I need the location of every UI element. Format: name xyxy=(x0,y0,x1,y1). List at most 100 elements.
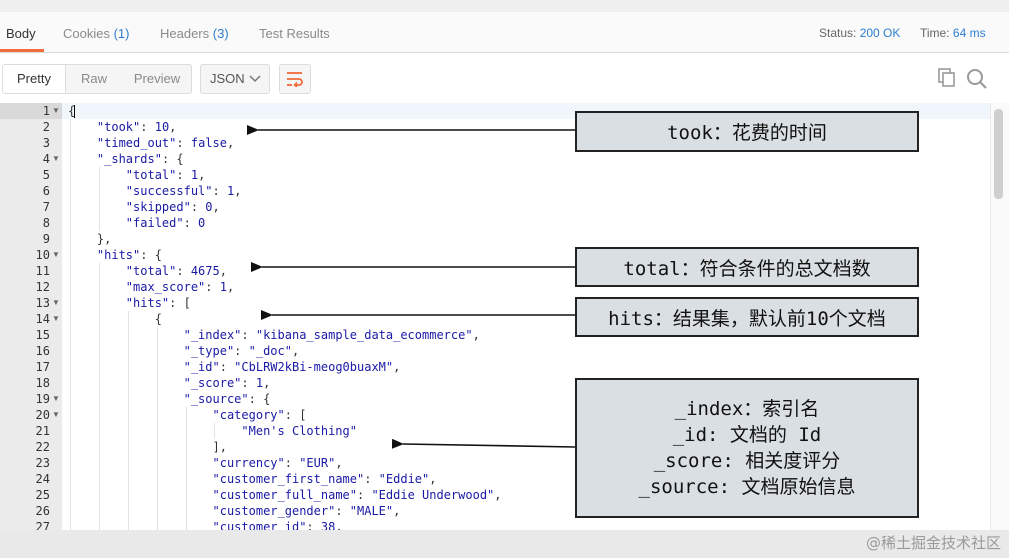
indent-guide xyxy=(98,167,100,183)
line-number: 10 xyxy=(35,248,50,262)
indent-guide xyxy=(98,199,100,215)
annotation-arrows xyxy=(247,125,576,449)
line-number-gutter xyxy=(0,103,62,530)
indent-guide xyxy=(70,343,71,359)
indent-guide xyxy=(185,423,187,439)
line-number: 27 xyxy=(35,520,50,530)
code-line: { xyxy=(68,104,76,118)
indent-guide xyxy=(70,279,71,295)
line-number: 11 xyxy=(35,264,50,278)
watermark-text: @稀土掘金技术社区 xyxy=(865,534,1001,552)
annotation-took: took：花费的时间 xyxy=(575,111,919,152)
indent-guide xyxy=(98,519,100,530)
line-number: 16 xyxy=(35,344,50,358)
tab-cookies-label: Cookies xyxy=(63,26,110,41)
line-number: 18 xyxy=(35,376,50,390)
copy-icon[interactable] xyxy=(938,68,956,88)
text-cursor xyxy=(74,105,75,118)
response-body-editor[interactable]: 1▼{2 "took": 10,3 "timed_out": false,4▼ … xyxy=(0,103,1009,530)
fold-toggle-icon[interactable]: ▼ xyxy=(52,298,60,307)
indent-guide xyxy=(70,199,71,215)
line-number: 4 xyxy=(42,152,50,166)
tab-cookies-count: (1) xyxy=(113,26,130,41)
code-line: "_type": "_doc", xyxy=(183,344,300,358)
active-line-gutter xyxy=(0,103,62,119)
annotation-hits-text: hits：结果集，默认前10个文档 xyxy=(608,307,886,330)
code-line: "_score": 1, xyxy=(183,376,271,390)
code-line: "Men's Clothing" xyxy=(241,424,357,438)
fold-toggle-icon[interactable]: ▼ xyxy=(52,394,60,403)
format-select-value: JSON xyxy=(210,71,245,86)
raw-button[interactable]: Raw xyxy=(80,71,107,86)
annotation-fields-line: _source: 文档原始信息 xyxy=(638,476,856,498)
indent-guide xyxy=(156,503,158,519)
fold-toggle-icon[interactable]: ▼ xyxy=(52,106,60,115)
indent-guide xyxy=(70,471,71,487)
window-top-strip xyxy=(0,0,1009,12)
indent-guide xyxy=(214,423,216,439)
fold-toggle-icon[interactable]: ▼ xyxy=(52,250,60,259)
tab-test-results[interactable]: Test Results xyxy=(259,26,330,41)
code-line: "hits": { xyxy=(96,248,162,262)
fold-toggle-icon[interactable]: ▼ xyxy=(52,154,60,163)
indent-guide xyxy=(98,375,100,391)
line-number: 7 xyxy=(42,200,50,214)
status-label: Status: xyxy=(819,26,857,40)
code-line: "_index": "kibana_sample_data_ecommerce"… xyxy=(183,328,480,342)
indent-guide xyxy=(185,455,187,471)
indent-guide xyxy=(127,391,129,407)
code-line: { xyxy=(68,312,162,326)
vertical-scrollbar[interactable] xyxy=(990,103,1009,530)
indent-guide xyxy=(127,455,129,471)
indent-guide xyxy=(156,487,158,503)
tab-headers-count: (3) xyxy=(212,26,229,41)
indent-guide xyxy=(98,183,100,199)
indent-guide xyxy=(98,295,100,311)
indent-guide xyxy=(185,471,187,487)
search-icon[interactable] xyxy=(966,68,988,90)
wrap-lines-button[interactable] xyxy=(279,64,311,94)
indent-guide xyxy=(127,407,129,423)
indent-guide xyxy=(70,375,71,391)
indent-guide xyxy=(70,487,71,503)
response-toolbar: Pretty Raw Preview JSON xyxy=(0,53,1009,103)
indent-guide xyxy=(127,439,129,455)
indent-guide xyxy=(156,423,158,439)
fold-toggle-icon[interactable]: ▼ xyxy=(52,410,60,419)
line-number: 22 xyxy=(35,440,50,454)
pretty-button[interactable]: Pretty xyxy=(3,65,66,93)
code-line: "category": [ xyxy=(212,408,307,422)
indent-guide xyxy=(98,487,100,503)
preview-button[interactable]: Preview xyxy=(133,71,181,86)
time-value: 64 ms xyxy=(952,26,986,40)
format-select[interactable]: JSON xyxy=(200,64,270,94)
tab-test-results-label: Test Results xyxy=(259,26,330,41)
fold-toggle-icon[interactable]: ▼ xyxy=(52,314,60,323)
tab-headers[interactable]: Headers (3) xyxy=(160,26,229,41)
indent-guide xyxy=(127,471,129,487)
indent-guide xyxy=(185,439,187,455)
line-number: 21 xyxy=(35,424,50,438)
wrap-lines-icon xyxy=(287,72,303,87)
scrollbar-thumb[interactable] xyxy=(994,109,1003,199)
indent-guide xyxy=(127,423,129,439)
line-number: 1 xyxy=(42,104,50,118)
line-number: 2 xyxy=(42,120,50,134)
indent-guide xyxy=(185,407,187,423)
code-line: "timed_out": false, xyxy=(96,136,235,150)
line-number: 8 xyxy=(42,216,50,230)
tab-body[interactable]: Body xyxy=(6,26,36,41)
line-number: 24 xyxy=(35,472,50,486)
indent-guide xyxy=(98,455,100,471)
indent-guide xyxy=(70,327,71,343)
indent-guide xyxy=(127,327,129,343)
code-line: "customer_first_name": "Eddie", xyxy=(212,472,437,486)
indent-guide xyxy=(156,519,158,530)
line-number: 5 xyxy=(42,168,50,182)
code-line: "failed": 0 xyxy=(125,216,206,230)
indent-guide xyxy=(70,455,71,471)
tab-cookies[interactable]: Cookies (1) xyxy=(63,26,129,41)
view-mode-selector: Pretty Raw Preview xyxy=(2,64,192,94)
indent-guide xyxy=(70,407,71,423)
line-number: 3 xyxy=(42,136,50,150)
